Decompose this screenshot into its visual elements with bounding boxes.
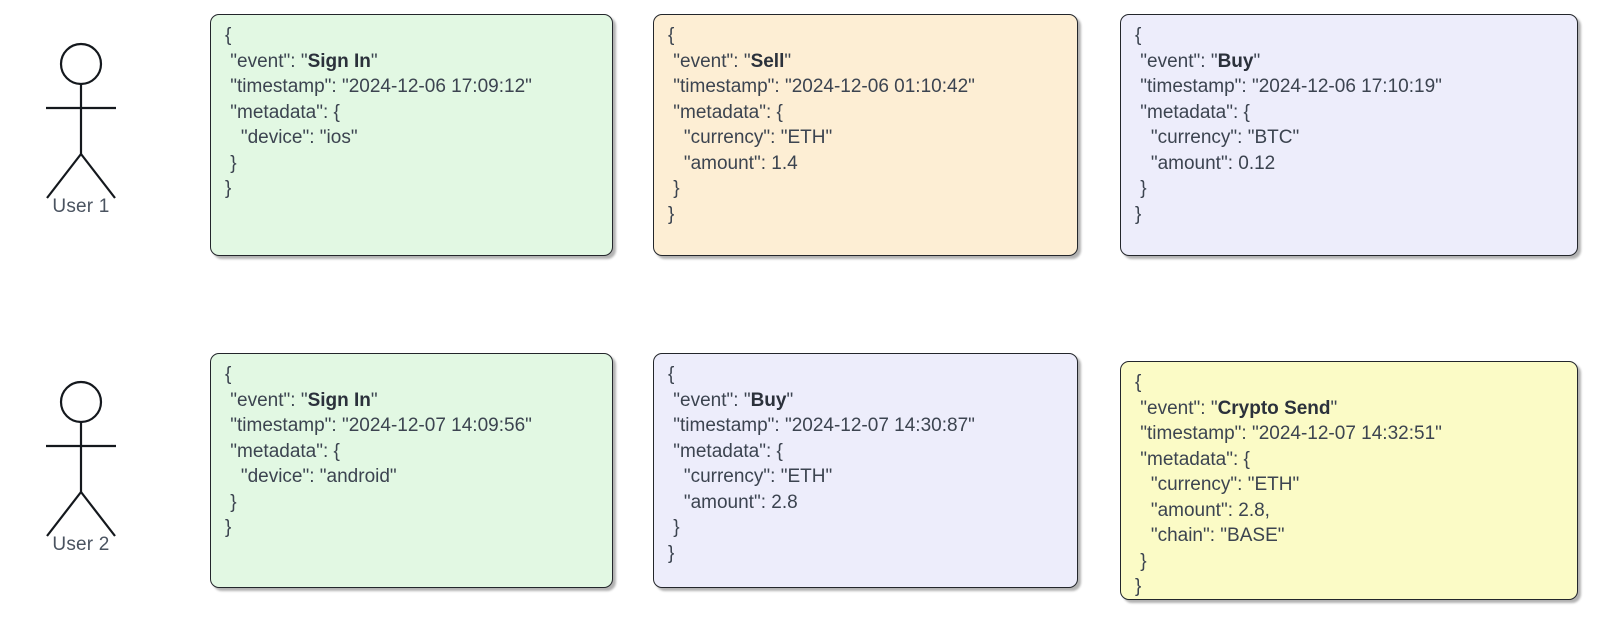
- actor-label: User 2: [52, 534, 110, 555]
- actor-label: User 1: [52, 196, 110, 217]
- event-card-signin-user1[interactable]: { "event": "Sign In" "timestamp": "2024-…: [210, 14, 613, 256]
- event-value: Sell: [750, 50, 785, 72]
- event-json: { "event": "Sign In" "timestamp": "2024-…: [225, 364, 532, 538]
- event-card-buy-user1[interactable]: { "event": "Buy" "timestamp": "2024-12-0…: [1120, 14, 1578, 256]
- event-json: { "event": "Sign In" "timestamp": "2024-…: [225, 25, 532, 199]
- event-card-crypto-send-user2[interactable]: { "event": "Crypto Send" "timestamp": "2…: [1120, 361, 1578, 600]
- event-value: Sign In: [307, 389, 371, 411]
- event-json: { "event": "Crypto Send" "timestamp": "2…: [1135, 372, 1442, 597]
- actor-user-1: User 1: [6, 42, 156, 218]
- actor-user-2: User 2: [6, 380, 156, 556]
- event-value: Sign In: [307, 50, 371, 72]
- event-value: Buy: [1217, 50, 1254, 72]
- stick-figure-icon: [46, 380, 116, 537]
- event-card-buy-user2[interactable]: { "event": "Buy" "timestamp": "2024-12-0…: [653, 353, 1078, 588]
- event-card-sell-user1[interactable]: { "event": "Sell" "timestamp": "2024-12-…: [653, 14, 1078, 256]
- event-json: { "event": "Buy" "timestamp": "2024-12-0…: [1135, 25, 1442, 225]
- stick-figure-icon: [46, 42, 116, 199]
- event-json: { "event": "Sell" "timestamp": "2024-12-…: [668, 25, 975, 225]
- event-card-signin-user2[interactable]: { "event": "Sign In" "timestamp": "2024-…: [210, 353, 613, 588]
- event-value: Buy: [750, 389, 787, 411]
- event-value: Crypto Send: [1217, 397, 1331, 419]
- event-json: { "event": "Buy" "timestamp": "2024-12-0…: [668, 364, 975, 564]
